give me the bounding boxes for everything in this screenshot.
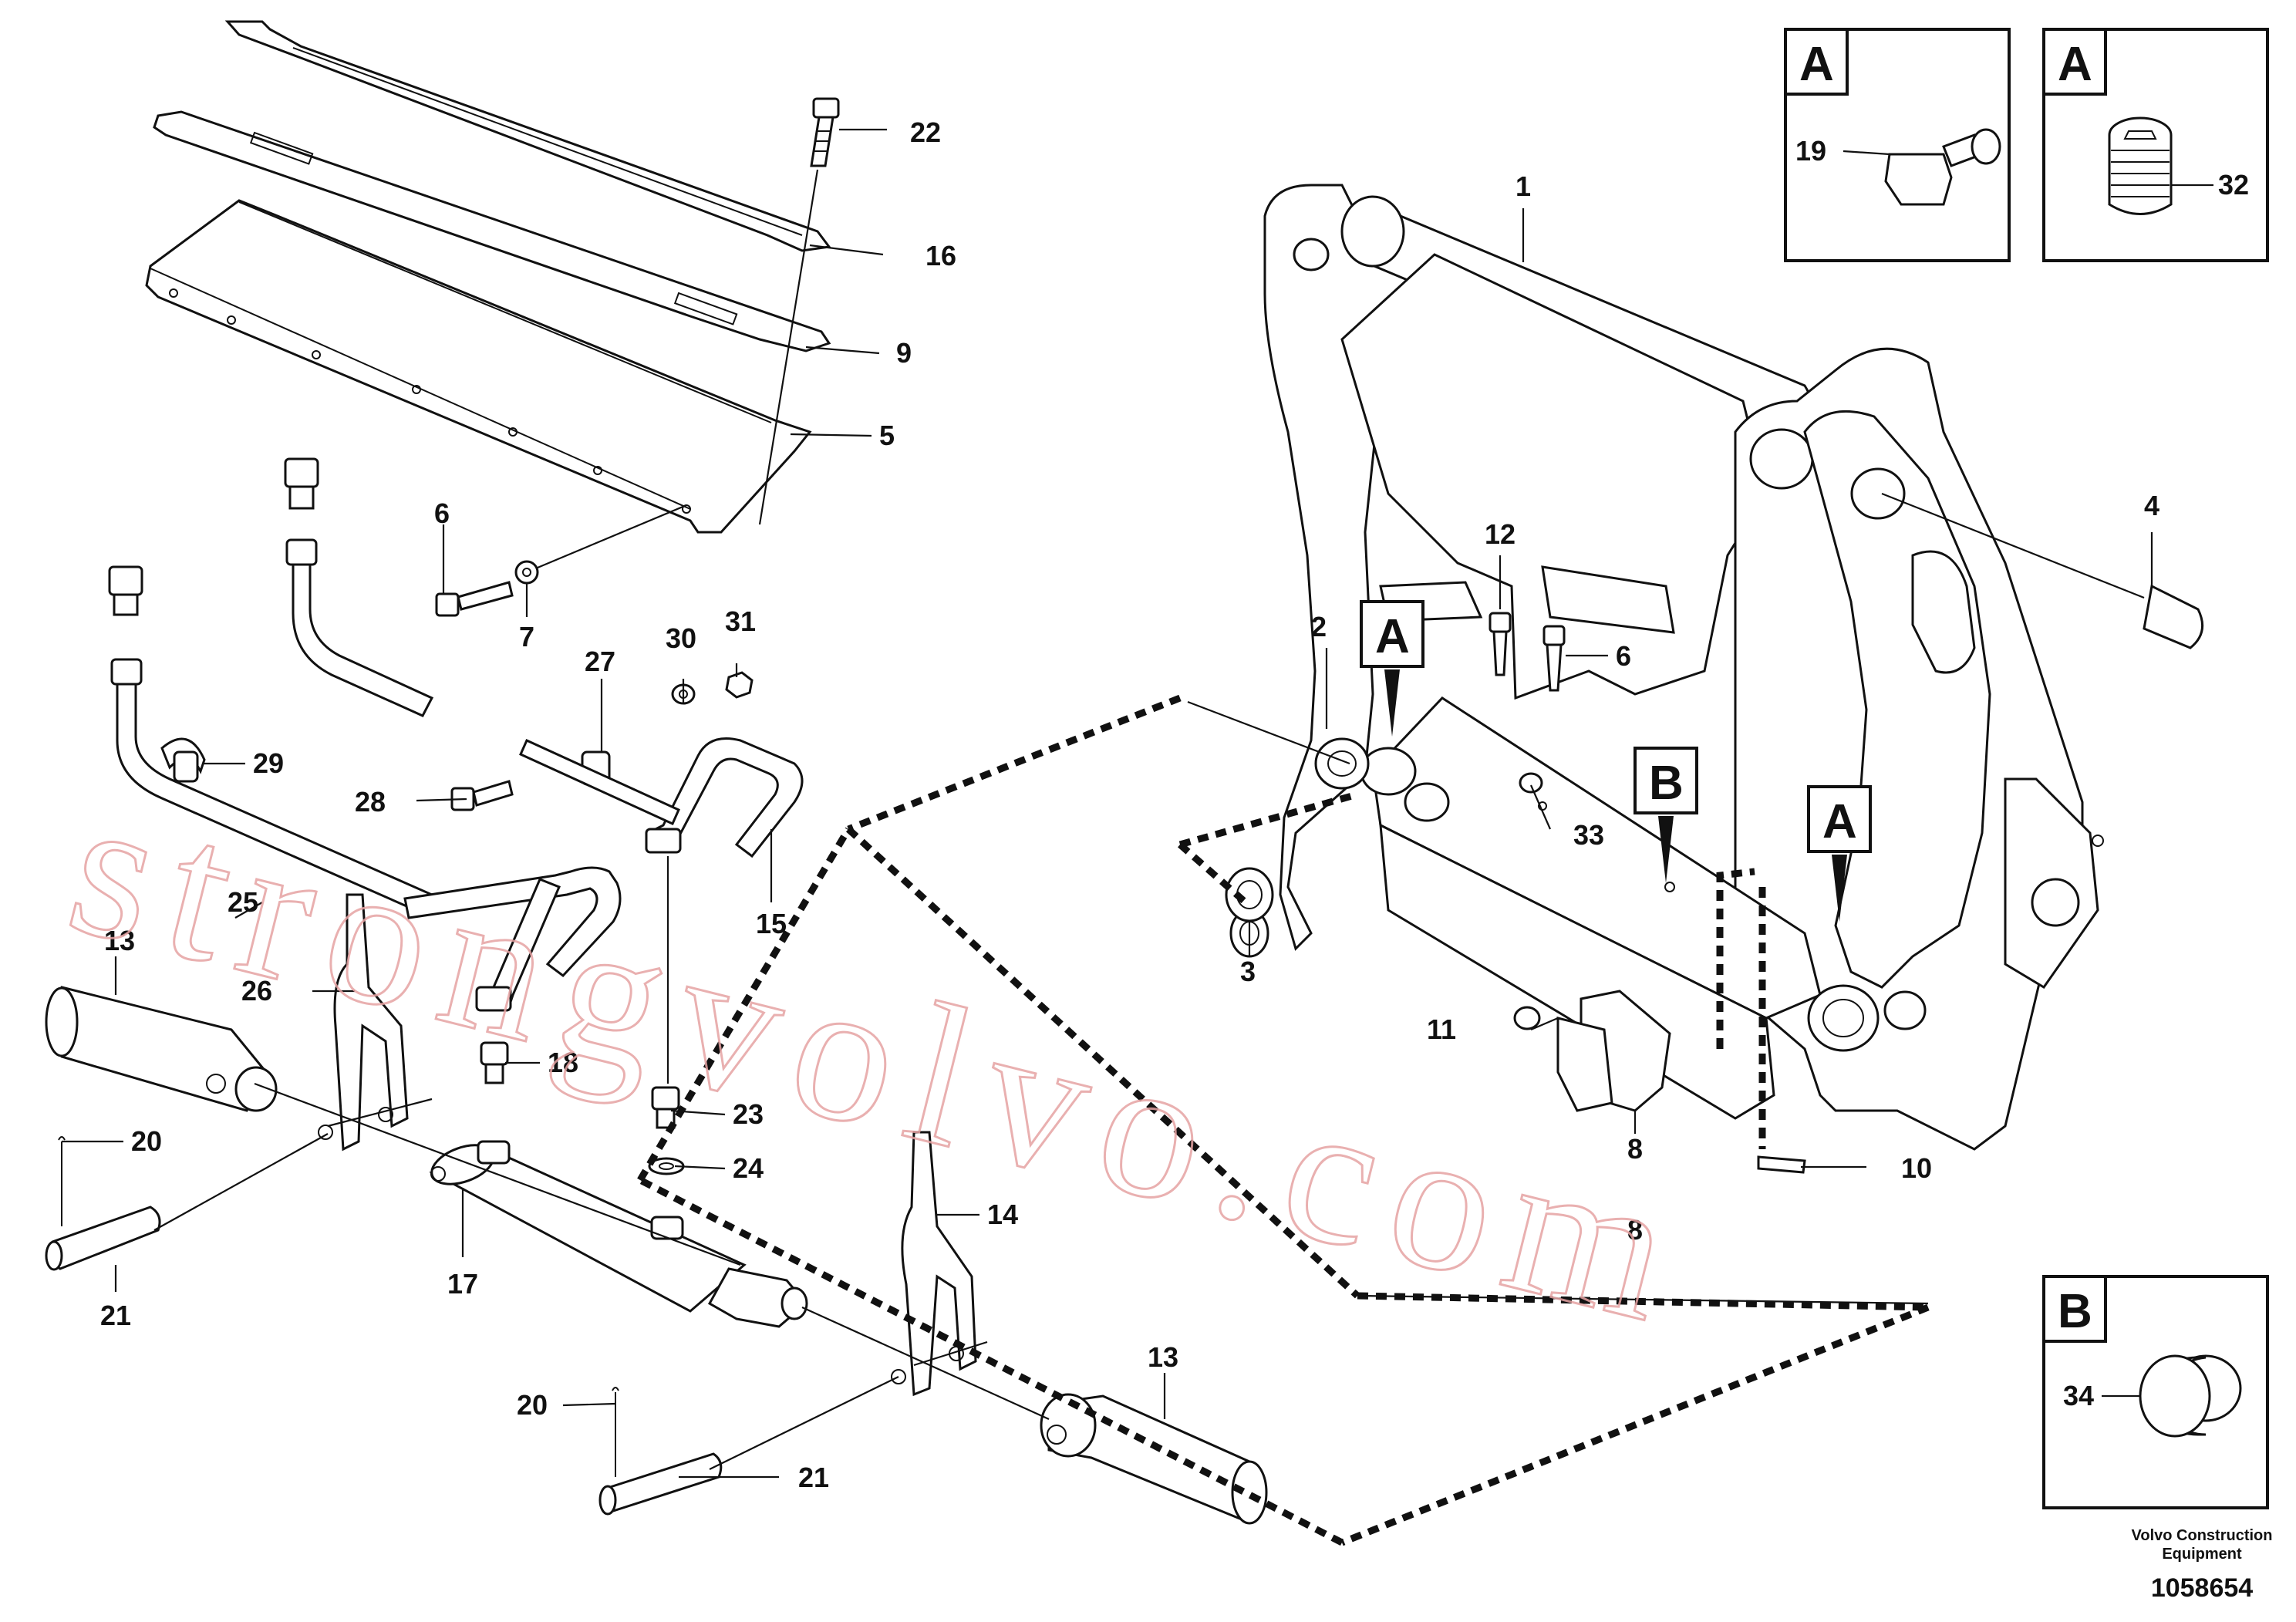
callout-26: 26 [241, 975, 272, 1007]
callout-labels: 22 16 9 5 6 7 30 31 27 29 28 25 15 13 26… [100, 116, 2159, 1493]
pipe-25 [403, 866, 622, 1012]
svg-text:A: A [1799, 38, 1834, 91]
callout-13a: 13 [104, 925, 135, 956]
exploded-lines [1187, 700, 1929, 1305]
detail-box-a-32: A 32 [2042, 28, 2269, 262]
callout-32: 32 [2218, 169, 2249, 201]
callout-20a: 20 [131, 1125, 162, 1157]
pipe-15-loop [645, 737, 804, 858]
callout-23: 23 [733, 1098, 764, 1130]
callout-31: 31 [725, 605, 756, 637]
callout-4: 4 [2144, 490, 2159, 521]
detail-marker-a-left: A [1360, 600, 1424, 737]
brand-line-2: Equipment [2162, 1546, 2242, 1563]
detail-marker-b: B [1633, 747, 1698, 883]
pins-20-21 [45, 1136, 723, 1516]
bolt-28 [450, 780, 514, 811]
fork-14 [891, 1131, 977, 1397]
callout-2: 2 [1311, 611, 1327, 642]
plate-9 [153, 110, 831, 352]
cylinder-17 [429, 1140, 808, 1328]
callout-20b: 20 [517, 1389, 548, 1421]
callout-6b: 6 [1616, 640, 1631, 672]
callout-24: 24 [733, 1152, 764, 1184]
bolts-12-6-10 [1489, 612, 1806, 1174]
callout-10: 10 [1901, 1152, 1932, 1184]
callout-14: 14 [987, 1199, 1018, 1230]
callout-8a: 8 [1627, 1133, 1643, 1165]
callout-7: 7 [519, 621, 534, 653]
callout-28: 28 [355, 786, 386, 818]
callout-33: 33 [1573, 819, 1604, 851]
clamp-27 [519, 739, 680, 825]
bolt-22 [758, 97, 840, 525]
svg-text:B: B [1649, 757, 1684, 810]
pin-axis-lines [153, 1082, 1050, 1470]
callout-15: 15 [756, 908, 787, 939]
callout-17: 17 [447, 1268, 478, 1300]
footer: Volvo Construction Equipment 1058654 [2132, 1527, 2273, 1603]
callout-19: 19 [1795, 135, 1826, 167]
callout-29: 29 [253, 747, 284, 779]
brand-line-1: Volvo Construction [2132, 1527, 2273, 1544]
callout-12: 12 [1485, 518, 1515, 550]
callout-9: 9 [896, 337, 912, 369]
fork-26 [318, 893, 409, 1152]
bolt-6-washer-7 [435, 504, 687, 617]
pin-13-left [45, 986, 278, 1112]
callout-18: 18 [548, 1047, 578, 1078]
callout-21b: 21 [798, 1462, 829, 1493]
callout-11: 11 [1427, 1013, 1456, 1045]
hose-fitting-upper [284, 457, 434, 717]
detail-box-b-34: B 34 [2042, 1275, 2269, 1509]
bushing-3 [1225, 867, 1274, 922]
svg-text:A: A [2058, 38, 2092, 91]
callout-25: 25 [228, 886, 258, 918]
callout-30: 30 [666, 622, 696, 654]
svg-text:B: B [2058, 1285, 2092, 1338]
svg-text:A: A [1375, 610, 1410, 663]
detail-marker-a-right: A [1807, 785, 1872, 922]
callout-21a: 21 [100, 1300, 131, 1331]
fittings-18-23-24 [480, 856, 685, 1175]
callout-6a: 6 [434, 497, 450, 529]
leader-lines [62, 128, 2153, 1479]
nut-30-31 [671, 671, 754, 705]
callout-27: 27 [585, 646, 615, 677]
callout-8b: 8 [1627, 1214, 1643, 1246]
callout-34: 34 [2063, 1380, 2094, 1411]
callout-1: 1 [1515, 170, 1531, 202]
plate-5 [145, 199, 812, 534]
detail-box-a-19: A 19 [1784, 28, 2011, 262]
callout-16: 16 [925, 240, 956, 271]
callout-5: 5 [879, 420, 895, 451]
callout-22: 22 [910, 116, 941, 148]
wear-plate-8 [1513, 990, 1671, 1112]
hose-fitting-lower [108, 565, 433, 916]
callout-3: 3 [1240, 956, 1256, 987]
plate-16 [224, 20, 831, 252]
callout-13b: 13 [1148, 1341, 1178, 1373]
clamp-29 [160, 737, 206, 783]
drawing-number: 1058654 [2151, 1573, 2253, 1603]
svg-text:A: A [1822, 795, 1857, 848]
pin-13-right [1040, 1393, 1268, 1525]
